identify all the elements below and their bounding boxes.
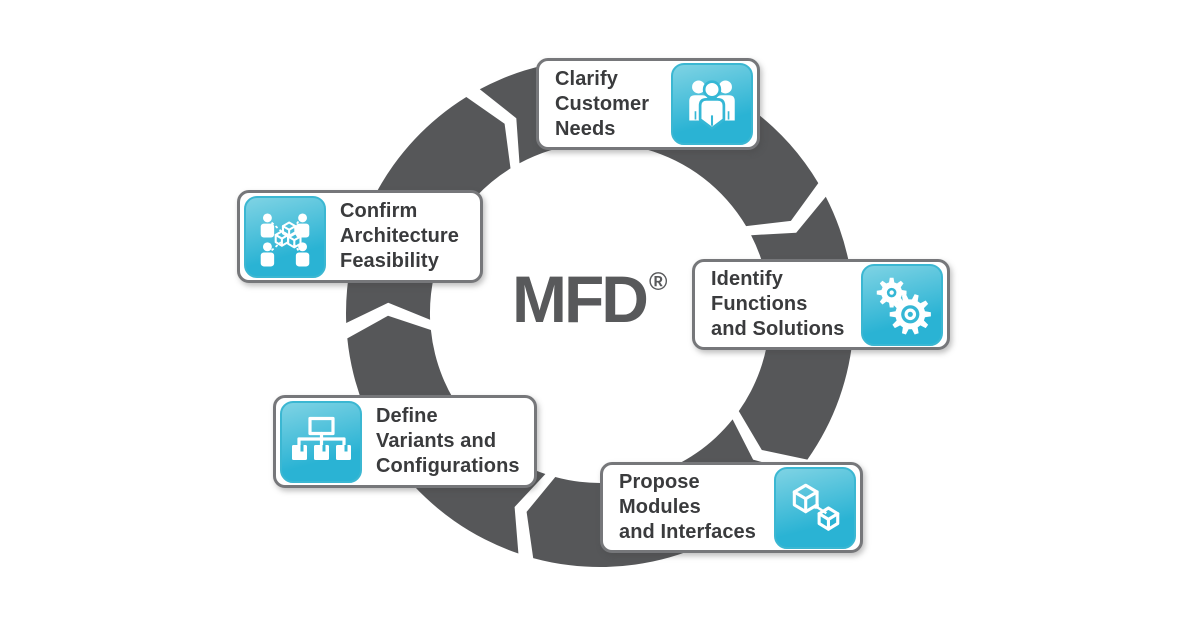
- step-card-confirm-architecture-feasibility: Confirm Architecture Feasibility: [237, 190, 483, 283]
- step-label: Define Variants and Configurations: [376, 405, 520, 477]
- hierarchy-tree-icon: [280, 400, 362, 483]
- step-label: Propose Modules and Interfaces: [619, 471, 757, 543]
- team-assembly-icon: [244, 195, 326, 278]
- center-title: MFD®: [512, 266, 667, 332]
- step-label: Confirm Architecture Feasibility: [340, 200, 460, 272]
- mfd-wordmark: MFD: [512, 262, 649, 336]
- registered-trademark: ®: [648, 268, 668, 296]
- step-label: Clarify Customer Needs: [555, 67, 650, 140]
- step-label: Identify Functions and Solutions: [711, 268, 845, 340]
- step-card-propose-modules-interfaces: Propose Modules and Interfaces: [600, 462, 863, 553]
- step-card-define-variants-configurations: Define Variants and Configurations: [273, 395, 537, 488]
- people-group-icon: [671, 63, 753, 145]
- step-card-clarify-customer-needs: Clarify Customer Needs: [536, 58, 760, 150]
- gears-icon: [861, 263, 943, 346]
- linked-cubes-icon: [774, 466, 856, 549]
- step-card-identify-functions-solutions: Identify Functions and Solutions: [692, 259, 950, 350]
